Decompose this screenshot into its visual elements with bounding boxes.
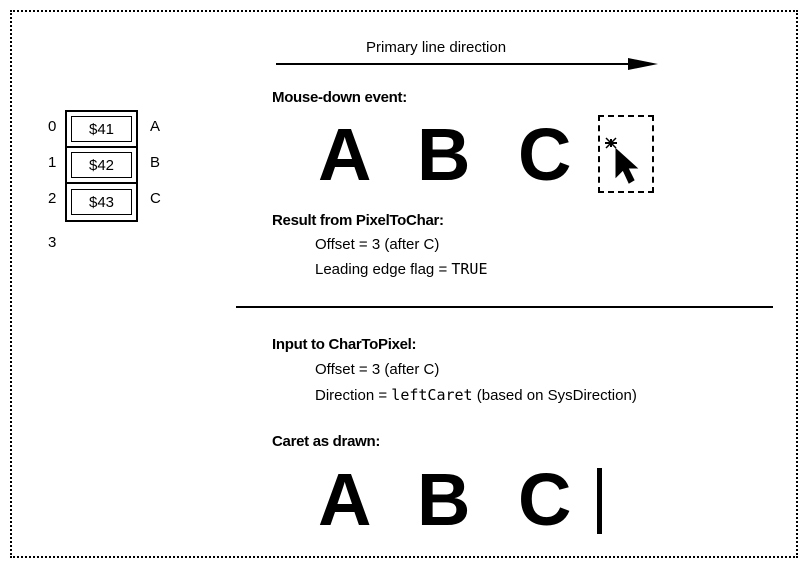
memory-cell: $41 bbox=[67, 112, 136, 148]
char-to-pixel-heading: Input to CharToPixel: bbox=[272, 336, 417, 353]
pixel-to-char-heading: Result from PixelToChar: bbox=[272, 212, 444, 229]
caret-letter-b: B bbox=[417, 458, 471, 541]
memory-table: $41 $42 $43 bbox=[65, 110, 138, 222]
index-3: 3 bbox=[48, 234, 57, 251]
click-target-box bbox=[598, 115, 654, 193]
direction-line: Direction = leftCaret (based on SysDirec… bbox=[315, 386, 637, 404]
big-letter-c: C bbox=[518, 113, 572, 196]
text-caret bbox=[597, 468, 602, 534]
direction-arrow bbox=[276, 58, 658, 70]
diagram-frame bbox=[10, 10, 798, 558]
caret-letter-c: C bbox=[518, 458, 572, 541]
big-letter-a: A bbox=[318, 113, 372, 196]
char-label-c: C bbox=[150, 190, 161, 207]
memory-cell: $43 bbox=[67, 184, 136, 220]
caret-letter-a: A bbox=[318, 458, 372, 541]
caret-drawn-heading: Caret as drawn: bbox=[272, 433, 381, 450]
leading-edge-line: Leading edge flag = TRUE bbox=[315, 260, 488, 278]
index-2: 2 bbox=[48, 190, 57, 207]
memory-cell: $42 bbox=[67, 148, 136, 184]
direction-label: Primary line direction bbox=[366, 39, 507, 56]
char-label-b: B bbox=[150, 154, 161, 171]
char-to-pixel-offset: Offset = 3 (after C) bbox=[315, 361, 440, 378]
pixel-to-char-offset: Offset = 3 (after C) bbox=[315, 236, 440, 253]
index-1: 1 bbox=[48, 154, 57, 171]
char-label-a: A bbox=[150, 118, 161, 135]
cursor-arrow-icon bbox=[605, 137, 639, 184]
mouse-down-heading: Mouse-down event: bbox=[272, 89, 407, 106]
leading-edge-value: TRUE bbox=[451, 260, 488, 278]
index-0: 0 bbox=[48, 118, 57, 135]
section-divider bbox=[236, 306, 773, 308]
direction-value: leftCaret bbox=[391, 386, 473, 404]
big-letter-b: B bbox=[417, 113, 471, 196]
